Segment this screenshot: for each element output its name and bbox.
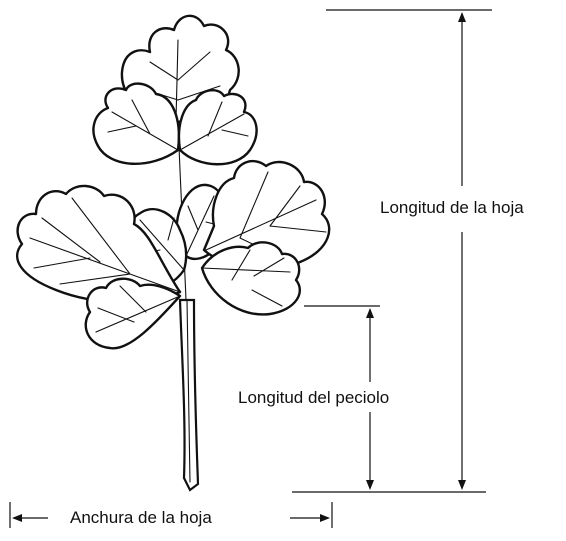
leaflet-lower-left [86, 279, 180, 349]
leaf-length-arrow-down [458, 480, 466, 490]
leaf-width-arrow-left [12, 514, 22, 522]
leaf-width-label: Anchura de la hoja [70, 508, 212, 528]
leaf-length-label: Longitud de la hoja [380, 198, 524, 218]
petiole-length-arrow-down [366, 480, 374, 490]
petiole-length-arrow-up [366, 308, 374, 318]
leaf-width-arrow-right [320, 514, 330, 522]
petiole-length-label: Longitud del peciolo [238, 388, 389, 408]
leaflet-lower-right [202, 242, 300, 314]
leaf-length-arrow-up [458, 12, 466, 22]
